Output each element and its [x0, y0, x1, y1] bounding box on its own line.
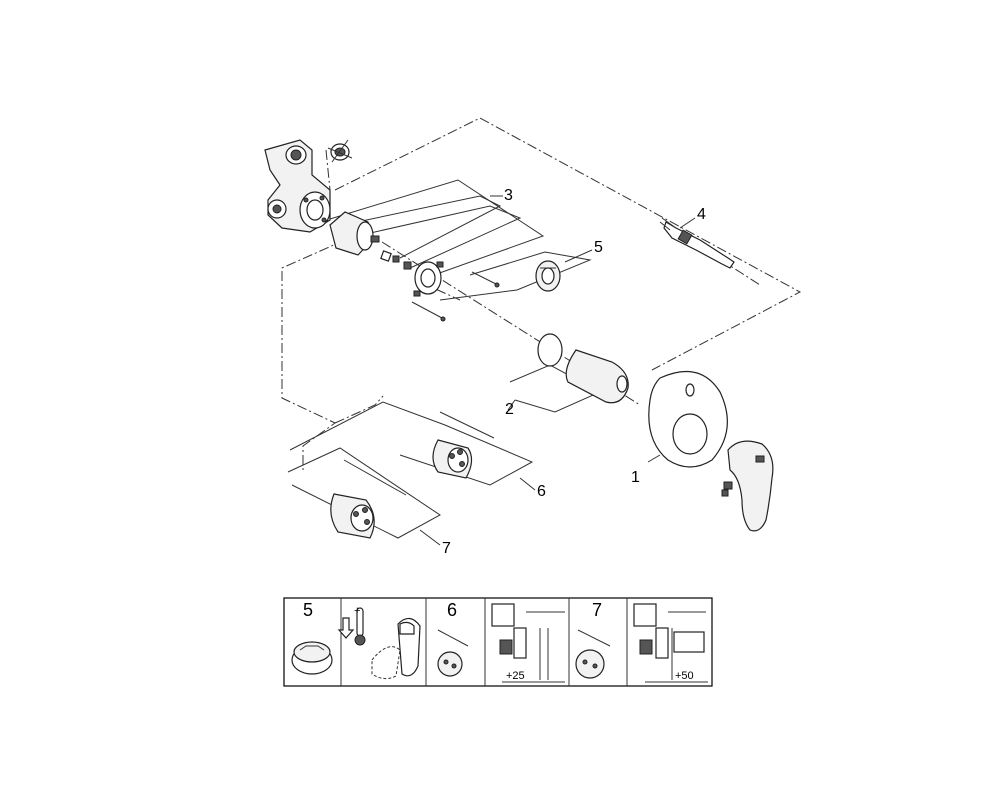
lever-handle: [721, 440, 774, 532]
panel-label-6: 6: [447, 600, 457, 620]
svg-text:+: +: [354, 605, 360, 617]
dimension-50: +50: [675, 670, 694, 682]
callout-5: 5: [594, 239, 603, 256]
extension-cartridge-icon: [437, 651, 463, 677]
sleeve: [537, 333, 629, 404]
callout-3: 3: [504, 187, 513, 204]
callout-2: 2: [505, 401, 514, 418]
installation-depth-50-icon: [633, 603, 708, 683]
info-panel: 5 + 6: [283, 597, 713, 687]
callout-6: 6: [537, 483, 546, 500]
no-disassembly-symbol: [327, 139, 353, 163]
extension-spindle: [659, 217, 735, 269]
cartridge-assembly: [329, 211, 500, 322]
thermometer-icon: +: [354, 605, 366, 646]
extension-cartridge-large-icon: [575, 649, 605, 679]
down-arrow-icon: [337, 617, 355, 639]
callout-4: 4: [697, 206, 706, 223]
panel-label-7: 7: [592, 600, 602, 620]
callout-1: 1: [631, 469, 640, 486]
installation-depth-25-icon: [491, 603, 565, 683]
extension-kit-50: [330, 459, 407, 539]
cap-icon: [291, 641, 333, 675]
cap: [535, 260, 561, 292]
handle-rotation-icon: [371, 617, 421, 680]
panel-label-5: 5: [303, 600, 313, 620]
dimension-25: +25: [506, 670, 525, 682]
extension-kit-25: [432, 411, 495, 479]
valve-body: [264, 139, 331, 233]
escutcheon-plate: [648, 370, 728, 468]
callout-7: 7: [442, 540, 451, 557]
